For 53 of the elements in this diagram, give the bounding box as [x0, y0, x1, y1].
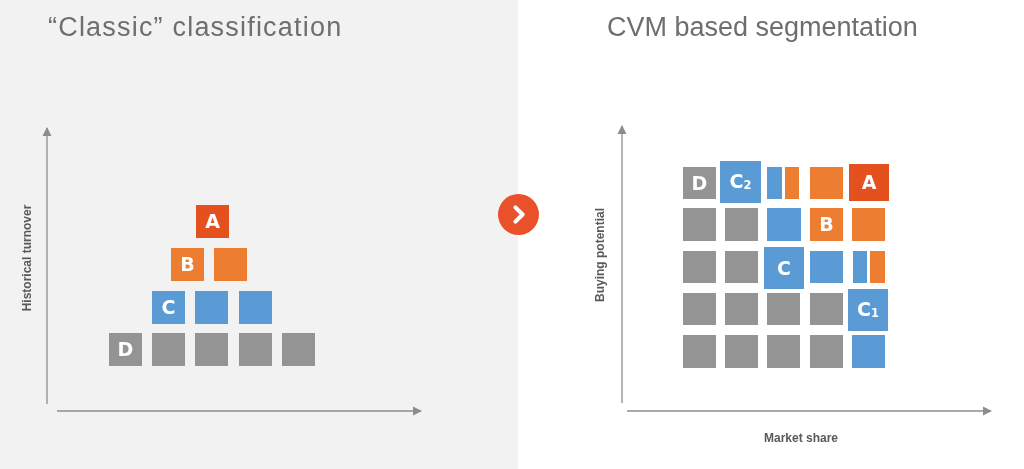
segment-block: [767, 208, 801, 241]
segment-letter: D: [117, 340, 134, 359]
segment-block: [725, 335, 758, 368]
segment-letter: B: [819, 215, 834, 234]
segment-letter: C: [777, 258, 791, 278]
segment-block: [810, 251, 843, 283]
segment-block: [683, 251, 716, 283]
segment-block: [767, 293, 800, 325]
segment-block: [683, 335, 716, 368]
segment-block: [848, 289, 888, 331]
segment-block: [282, 333, 315, 366]
axis-label: Market share: [764, 432, 838, 446]
segment-block: [239, 291, 272, 324]
axis-label: Buying potential: [594, 208, 608, 302]
segment-letter: D: [691, 173, 708, 193]
segment-block: [767, 167, 782, 199]
panel-heading: “Classic” classification: [48, 13, 343, 43]
segment-block: [239, 333, 272, 366]
segment-block: [725, 293, 758, 325]
segment-block: [810, 293, 843, 325]
segment-letter: A: [861, 173, 877, 192]
segment-block: [767, 335, 800, 368]
segment-letter: C$_{1}$: [857, 300, 879, 320]
segment-block: [152, 333, 185, 366]
segment-block: [785, 167, 799, 199]
segment-block: [195, 291, 228, 324]
segment-block: [853, 251, 867, 283]
segment-block: [810, 335, 843, 368]
segment-block: [810, 208, 843, 241]
segment-block: [195, 333, 228, 366]
segment-block: [852, 208, 885, 241]
segment-block: [683, 293, 716, 325]
segment-block: [109, 333, 142, 366]
panel-heading: CVM based segmentation: [607, 13, 918, 43]
segment-block: [171, 248, 204, 281]
segment-block: [725, 208, 758, 241]
segment-letter: C$_{2}$: [729, 172, 752, 192]
segment-block: [152, 291, 185, 324]
segment-block: [720, 161, 761, 203]
segment-letter: C: [161, 298, 176, 317]
segment-block: [196, 205, 229, 238]
segment-block: [683, 167, 716, 199]
axis-label: Historical turnover: [21, 204, 35, 312]
segment-letter: A: [205, 212, 220, 231]
segment-block: [764, 247, 804, 289]
segment-block: [870, 251, 885, 283]
segment-block: [852, 335, 885, 368]
segment-block: [849, 164, 889, 201]
segment-letter: B: [180, 255, 195, 274]
segment-block: [810, 167, 843, 199]
segment-block: [725, 251, 758, 283]
segment-block: [683, 208, 716, 241]
segment-block: [214, 248, 247, 281]
